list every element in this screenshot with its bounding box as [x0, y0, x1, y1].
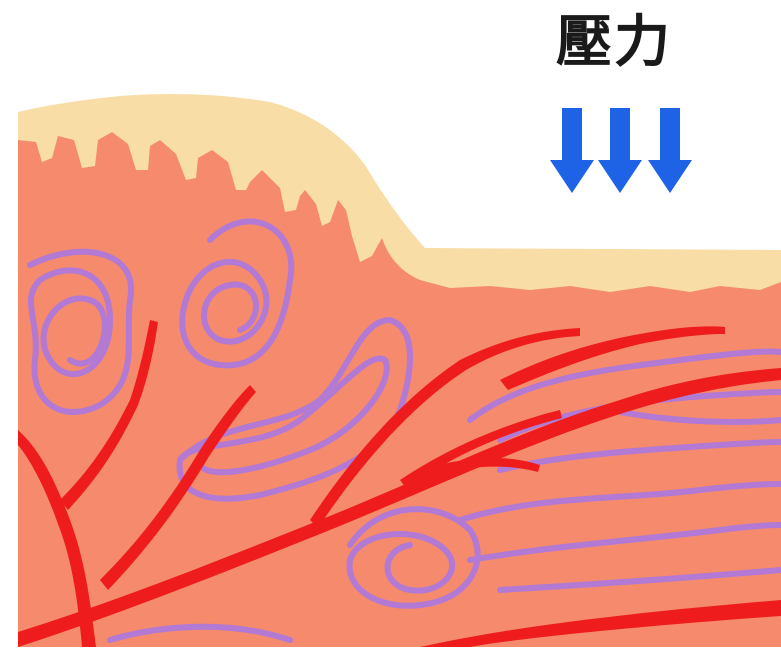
down-arrow-icon	[598, 108, 642, 193]
pressure-arrows	[550, 108, 692, 193]
dermis-layer	[18, 114, 781, 647]
pressure-label: 壓力	[556, 8, 696, 78]
down-arrow-icon	[550, 108, 594, 193]
down-arrow-icon	[648, 108, 692, 193]
